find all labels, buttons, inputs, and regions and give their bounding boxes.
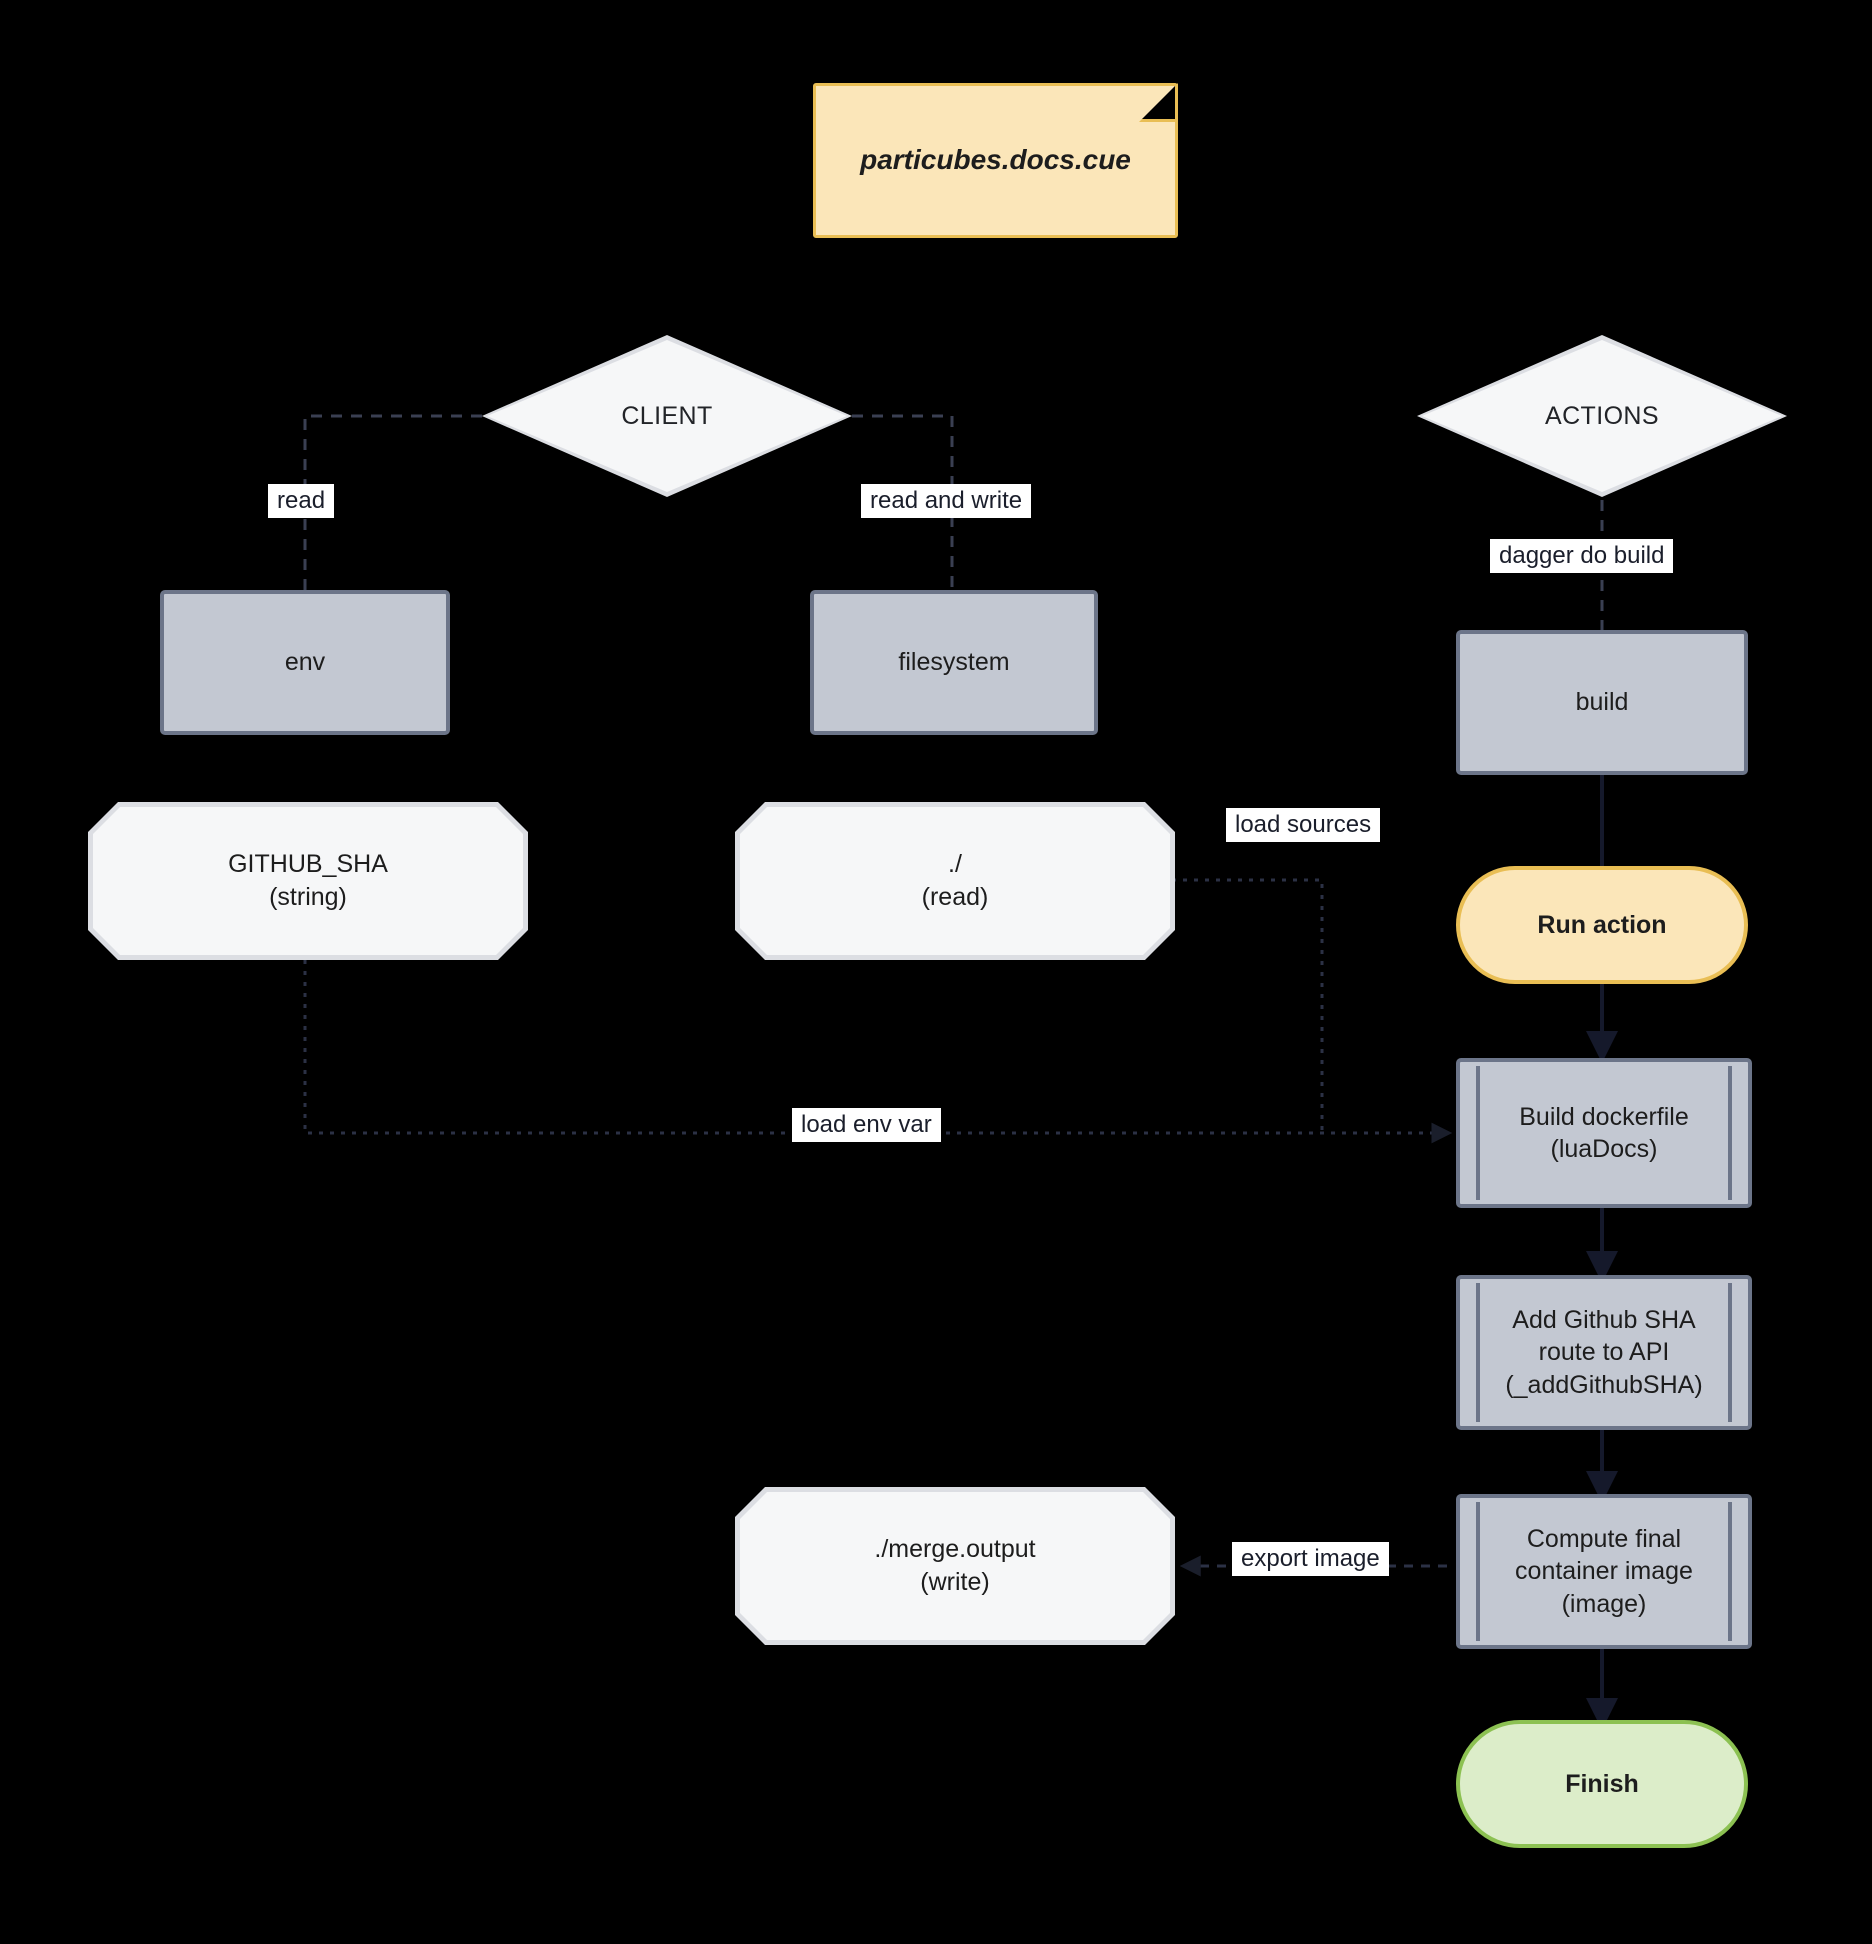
edge-label-export-image-text: export image [1241,1545,1380,1572]
merge-output-label: ./merge.output (write) [874,1535,1036,1596]
edge-label-read: read [268,484,335,519]
edge-label-load-env-var-text: load env var [801,1111,932,1138]
client-label: CLIENT [621,401,713,430]
edge-label-export-image: export image [1232,1542,1389,1577]
edge-label-dagger-do-build-text: dagger do build [1499,542,1665,569]
node-client-diamond[interactable]: CLIENT [482,335,852,497]
build-dockerfile-right-bar [1728,1066,1732,1200]
compute-image-right-bar [1728,1502,1732,1641]
note-label: particubes.docs.cue [860,144,1131,176]
node-filesystem[interactable]: filesystem [810,590,1098,735]
add-github-sha-label: Add Github SHA route to API (_addGithubS… [1505,1305,1703,1399]
node-build-dockerfile[interactable]: Build dockerfile (luaDocs) [1456,1058,1752,1208]
dot-read-octagon-fill [740,807,1170,955]
compute-image-label: Compute final container image (image) [1515,1524,1693,1618]
edge-label-read-and-write-text: read and write [870,487,1023,514]
node-build[interactable]: build [1456,630,1748,775]
finish-label: Finish [1565,1769,1639,1798]
edge-label-load-env-var: load env var [792,1108,941,1143]
build-dockerfile-left-bar [1476,1066,1480,1200]
edge-label-load-sources: load sources [1226,808,1381,843]
env-label: env [284,648,326,677]
actions-label: ACTIONS [1545,401,1659,430]
github-sha-label: GITHUB_SHA (string) [228,850,388,911]
filesystem-label: filesystem [898,648,1010,677]
edge-label-load-sources-text: load sources [1235,811,1372,838]
node-dot-read[interactable]: ./ (read) [735,802,1175,960]
node-finish[interactable]: Finish [1456,1720,1748,1848]
add-github-sha-left-bar [1476,1283,1480,1422]
edge-label-dagger-do-build: dagger do build [1490,539,1674,574]
node-actions-diamond[interactable]: ACTIONS [1417,335,1787,497]
node-add-github-sha[interactable]: Add Github SHA route to API (_addGithubS… [1456,1275,1752,1430]
node-compute-image[interactable]: Compute final container image (image) [1456,1494,1752,1649]
build-dockerfile-label: Build dockerfile (luaDocs) [1519,1102,1689,1164]
note-fold-corner-icon [1139,83,1178,122]
github-sha-octagon-fill [93,807,523,955]
build-label: build [1575,688,1629,717]
run-action-label: Run action [1537,910,1667,939]
edge-dotread-builddockerfile [1172,878,1324,1133]
node-github-sha[interactable]: GITHUB_SHA (string) [88,802,528,960]
compute-image-left-bar [1476,1502,1480,1641]
node-merge-output[interactable]: ./merge.output (write) [735,1487,1175,1645]
edge-label-read-and-write: read and write [861,484,1032,519]
add-github-sha-right-bar [1728,1283,1732,1422]
node-env[interactable]: env [160,590,450,735]
node-note-particubes-docs-cue[interactable]: particubes.docs.cue [813,83,1178,238]
edge-label-read-text: read [277,487,326,514]
node-run-action[interactable]: Run action [1456,866,1748,984]
dot-read-label: ./ (read) [921,850,989,911]
merge-output-octagon-fill [740,1492,1170,1640]
